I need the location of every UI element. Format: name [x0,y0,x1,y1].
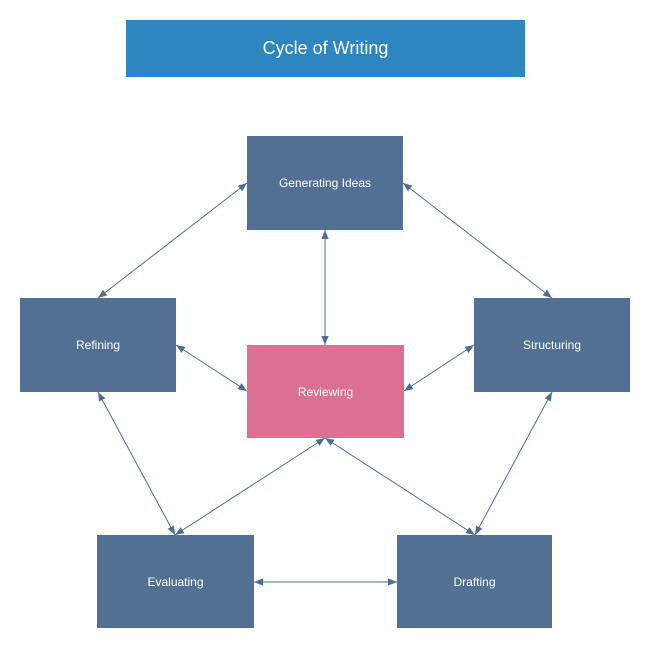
node-refining[interactable]: Refining [20,298,176,392]
node-generating-ideas[interactable]: Generating Ideas [247,136,403,230]
edge-reviewing-evaluating [174,437,326,536]
edge-generating-refining [97,182,248,299]
node-structuring[interactable]: Structuring [474,298,630,392]
node-evaluating[interactable]: Evaluating [97,535,254,628]
edge-structuring-drafting [474,391,553,536]
node-label: Evaluating [147,574,204,589]
node-label: Refining [75,338,121,352]
node-reviewing[interactable]: Reviewing [247,345,404,438]
node-label: Structuring [522,338,582,352]
edge-refining-evaluating [97,391,176,536]
diagram-title: Cycle of Writing [126,20,525,77]
edge-refining-reviewing [175,344,248,392]
edge-structuring-reviewing [403,344,475,392]
edge-reviewing-drafting [324,437,476,536]
node-label: Drafting [453,574,496,589]
node-label: Reviewing [297,384,354,399]
edge-generating-structuring [402,182,553,299]
node-label: Generating Ideas [278,176,372,190]
node-drafting[interactable]: Drafting [397,535,552,628]
